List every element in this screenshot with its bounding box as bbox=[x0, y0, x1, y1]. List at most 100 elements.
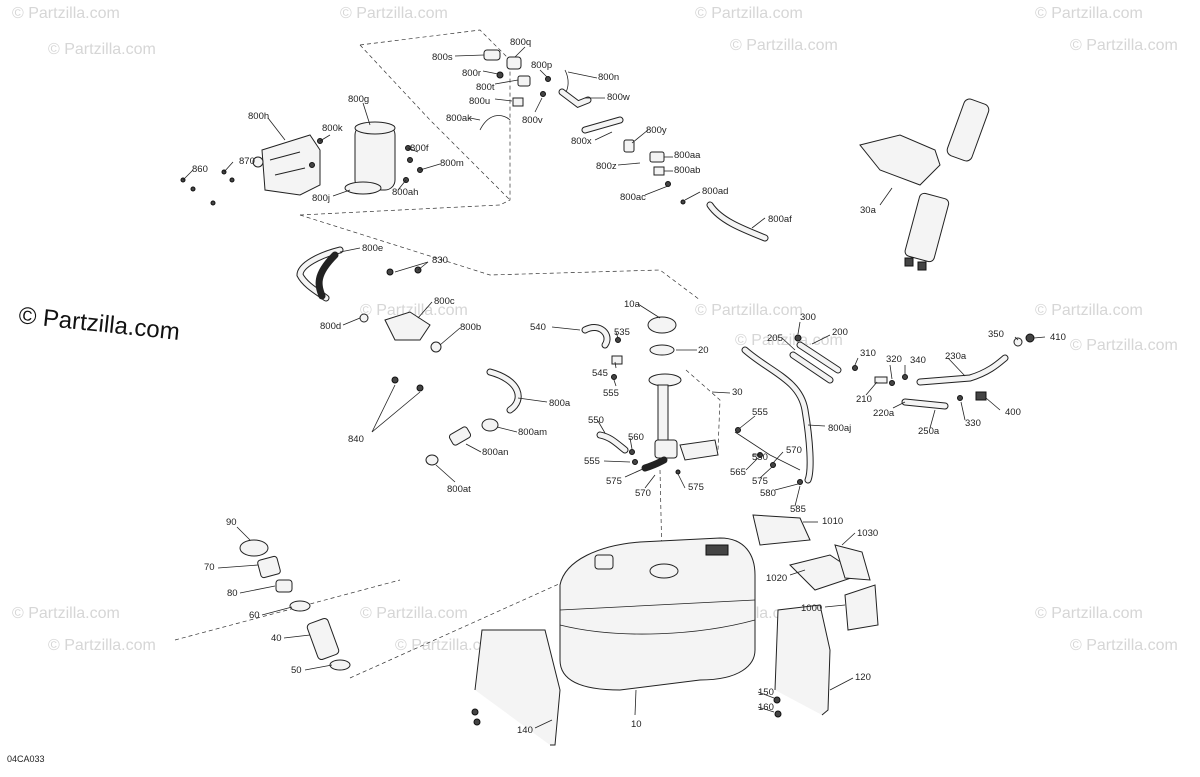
screw bbox=[210, 200, 216, 206]
nut-840 bbox=[416, 384, 424, 392]
fuel-cap-90 bbox=[239, 539, 269, 557]
callout-1010: 1010 bbox=[822, 516, 843, 527]
callout-575: 575 bbox=[688, 482, 704, 493]
callout-860: 860 bbox=[192, 164, 208, 175]
pump-axis bbox=[659, 469, 663, 561]
nut-150 bbox=[773, 696, 781, 704]
lock-ring-10a bbox=[647, 316, 677, 334]
callout-800m: 800m bbox=[440, 158, 464, 169]
tank-ridge bbox=[559, 619, 756, 635]
callout-800j: 800j bbox=[312, 193, 330, 204]
fitting-800r bbox=[496, 71, 504, 79]
line-555 bbox=[734, 431, 801, 471]
pump-tube bbox=[657, 384, 669, 441]
evap-canister-group bbox=[296, 246, 522, 466]
gasket-50 bbox=[329, 659, 351, 671]
callout-545: 545 bbox=[592, 368, 608, 379]
callout-800c: 800c bbox=[434, 296, 455, 307]
strap-140 bbox=[474, 629, 561, 746]
seal-20 bbox=[649, 344, 675, 356]
callout-800am: 800am bbox=[518, 427, 547, 438]
leader-lines bbox=[182, 46, 1046, 729]
callout-575: 575 bbox=[752, 476, 768, 487]
pump-connector bbox=[917, 261, 927, 271]
callout-570: 570 bbox=[635, 488, 651, 499]
callout-800t: 800t bbox=[476, 82, 495, 93]
filler-outline bbox=[174, 579, 401, 641]
fitting-800v bbox=[540, 91, 546, 97]
callout-800e: 800e bbox=[362, 243, 383, 254]
watermark: © Partzilla.com bbox=[48, 41, 156, 58]
top-group-outline bbox=[299, 204, 501, 216]
callout-80: 80 bbox=[227, 588, 238, 599]
callout-550: 550 bbox=[588, 415, 604, 426]
hose-800e-branch bbox=[315, 251, 339, 300]
watermark: © Partzilla.com bbox=[695, 302, 803, 319]
pump-body-30 bbox=[654, 439, 678, 459]
watermark-layer: © Partzilla.com © Partzilla.com © Partzi… bbox=[12, 5, 1178, 654]
callout-300: 300 bbox=[800, 312, 816, 323]
watermark: © Partzilla.com bbox=[735, 332, 843, 349]
callout-570: 570 bbox=[786, 445, 802, 456]
callout-800ah: 800ah bbox=[392, 187, 418, 198]
watermark: © Partzilla.com bbox=[1070, 637, 1178, 654]
filler-outline bbox=[349, 569, 591, 679]
nut-160 bbox=[774, 710, 782, 718]
callout-350: 350 bbox=[988, 329, 1004, 340]
callout-205: 205 bbox=[767, 333, 783, 344]
vent-fittings-group bbox=[479, 49, 769, 242]
filter-clamp bbox=[344, 181, 382, 195]
callout-800ab: 800ab bbox=[674, 165, 700, 176]
callout-800ac: 800ac bbox=[620, 192, 646, 203]
fitting-800ac bbox=[665, 181, 671, 187]
fitting-575 bbox=[675, 469, 681, 475]
fitting-575 bbox=[770, 462, 776, 468]
callout-540: 540 bbox=[530, 322, 546, 333]
pump-float bbox=[679, 439, 719, 461]
pump-flange bbox=[648, 373, 682, 387]
callout-800aj: 800aj bbox=[828, 423, 851, 434]
callout-800q: 800q bbox=[510, 37, 531, 48]
fitting-310 bbox=[852, 365, 858, 371]
callout-90: 90 bbox=[226, 517, 237, 528]
fitting-800ab bbox=[653, 166, 665, 176]
watermark: © Partzilla.com bbox=[1035, 605, 1143, 622]
fitting-555 bbox=[611, 374, 617, 380]
tank-label bbox=[705, 544, 729, 556]
clamp-300 bbox=[794, 334, 802, 342]
callout-30: 30 bbox=[732, 387, 743, 398]
tank-fitting bbox=[594, 554, 614, 570]
bolt bbox=[309, 162, 315, 168]
callout-555: 555 bbox=[603, 388, 619, 399]
callout-800y: 800y bbox=[646, 125, 667, 136]
fitting-210 bbox=[874, 376, 888, 384]
watermark: © Partzilla.com bbox=[360, 302, 468, 319]
watermark: © Partzilla.com bbox=[395, 637, 503, 654]
pump-fitting bbox=[252, 156, 264, 168]
callout-800b: 800b bbox=[460, 322, 481, 333]
fitting-800y bbox=[623, 139, 635, 153]
callout-10a: 10a bbox=[624, 299, 641, 310]
callout-800x: 800x bbox=[571, 136, 592, 147]
fitting-330 bbox=[957, 395, 963, 401]
callout-230a: 230a bbox=[945, 351, 967, 362]
fitting bbox=[407, 157, 413, 163]
callout-400: 400 bbox=[1005, 407, 1021, 418]
pump-body bbox=[946, 98, 990, 162]
callout-labels: 800s 800q 800r 800t 800p 800n 800u 800w … bbox=[192, 37, 1066, 736]
fitting-800t bbox=[517, 75, 531, 87]
callout-800an: 800an bbox=[482, 447, 508, 458]
callout-800af: 800af bbox=[768, 214, 792, 225]
watermark-large: © Partzilla.com bbox=[17, 302, 181, 346]
connector-400 bbox=[975, 391, 987, 401]
strap-nut bbox=[471, 708, 479, 716]
shield-1000 bbox=[844, 584, 879, 631]
callout-800s: 800s bbox=[432, 52, 453, 63]
callout-50: 50 bbox=[291, 665, 302, 676]
figure-reference: 04CA033 bbox=[7, 754, 45, 764]
callout-40: 40 bbox=[271, 633, 282, 644]
callout-560: 560 bbox=[628, 432, 644, 443]
callout-1000: 1000 bbox=[801, 603, 822, 614]
callout-140: 140 bbox=[517, 725, 533, 736]
tank-body bbox=[559, 537, 756, 691]
